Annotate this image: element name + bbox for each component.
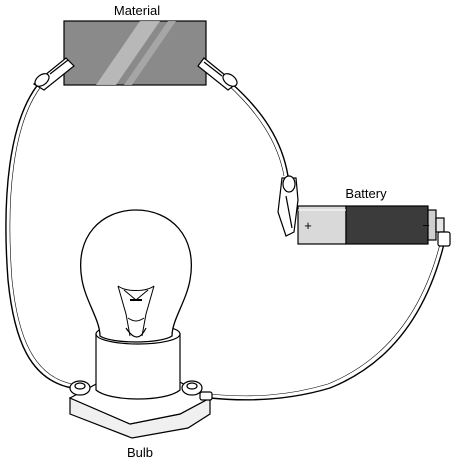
bulb-filament bbox=[117, 285, 155, 338]
wire-left bbox=[5, 81, 73, 389]
battery-label: Battery bbox=[345, 186, 387, 201]
material-label: Material bbox=[114, 3, 160, 18]
bulb-label: Bulb bbox=[127, 445, 153, 460]
battery-clip bbox=[277, 175, 299, 237]
wire-bottom-inner bbox=[209, 243, 441, 397]
wire-top-right bbox=[229, 81, 289, 177]
battery-negative-connector bbox=[437, 231, 451, 247]
left-alligator-clip bbox=[32, 57, 75, 91]
bulb-right-terminal bbox=[181, 380, 213, 401]
wire-left-inner bbox=[9, 83, 73, 385]
right-alligator-clip bbox=[197, 57, 238, 91]
battery-plus-sign: + bbox=[304, 218, 312, 233]
wires bbox=[5, 81, 445, 401]
bulb-glass bbox=[80, 209, 192, 343]
bulb-left-terminal bbox=[69, 380, 91, 396]
wire-bottom bbox=[209, 243, 445, 401]
battery bbox=[297, 205, 445, 245]
battery-minus-sign: − bbox=[422, 218, 430, 233]
material-sample bbox=[63, 20, 207, 86]
wire-top-right-inner bbox=[226, 83, 285, 177]
